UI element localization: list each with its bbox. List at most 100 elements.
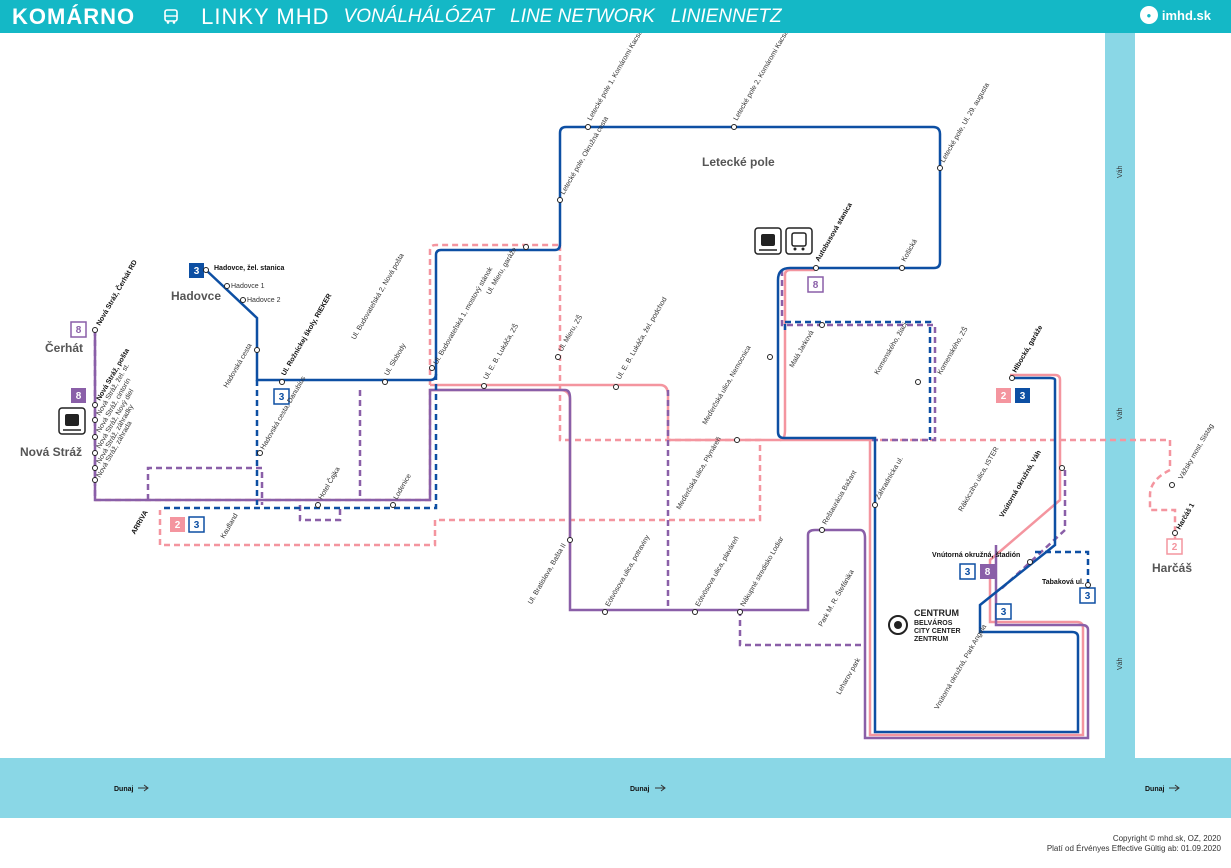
centrum-label-sk: CENTRUM	[914, 608, 959, 618]
badge-line-2-hlbocka[interactable]: 2	[996, 388, 1011, 403]
dunaj-label-1: Dunaj	[114, 786, 134, 793]
badge-line-8-stadion[interactable]: 8	[980, 564, 995, 579]
stop-zahradnicka: Záhradnícka ul.	[875, 456, 905, 501]
svg-text:3: 3	[279, 392, 285, 403]
badge-line-3-park[interactable]: 3	[995, 603, 1012, 620]
stop-kosicka: Košická	[901, 238, 919, 263]
stop-harcas-1: Harčáš 1	[1176, 502, 1197, 531]
stop-lodenice: Lodenice	[393, 473, 413, 501]
imhd-logo[interactable]: ● imhd.sk	[1139, 6, 1211, 24]
stop-bratislava-basta: Ul. Bratislava, Bašta II	[527, 542, 568, 605]
imhd-icon: ●	[1139, 6, 1158, 24]
bus-station-icon	[785, 227, 813, 255]
title-hu: VONÁLHÁLÓZAT	[343, 5, 495, 27]
svg-text:8: 8	[76, 325, 82, 336]
centrum-label-hu: BELVÁROS	[914, 618, 953, 627]
line-network-map: Váh Váh Váh Dunaj Dunaj Dunaj Hadovce Če…	[0, 33, 1231, 818]
stop-restauracia: Reštaurácia Bažant	[822, 470, 859, 526]
centrum-dot	[894, 621, 902, 629]
stop-budovatelska-1: Ul. Budovateľská 1, mostový stánok	[433, 266, 495, 366]
stop-rakocziho: Rákócziho ulica, ISTER	[958, 446, 1001, 513]
stop-eotvosova-potraviny: Eötvösova ulica, potraviny	[605, 534, 652, 608]
badge-line-2-arriva[interactable]: 2	[170, 517, 185, 532]
centrum-label-de: ZENTRUM	[914, 636, 948, 643]
badge-line-8-nova-straz[interactable]: 8	[71, 388, 86, 403]
city-name: KOMÁRNO	[12, 3, 136, 29]
svg-text:2: 2	[175, 520, 181, 531]
badge-line-3-hlbocka[interactable]: 3	[1015, 388, 1030, 403]
badge-line-3-stadion[interactable]: 3	[959, 563, 976, 580]
stop-mala-jarkova: Malá Jarková	[789, 329, 816, 369]
map-title: LINKY MHD	[201, 3, 330, 29]
svg-text:3: 3	[194, 520, 200, 531]
stop-komenskeho-zs: Komenského, ZŠ	[935, 325, 970, 376]
line-3-route	[160, 125, 1090, 734]
dunaj-arrow-1	[138, 784, 149, 792]
stop-letecke-1: Letecké pole 1, Komáromi Kacsa	[587, 33, 644, 122]
svg-text:2: 2	[1172, 542, 1178, 553]
stop-hadovce-2: Hadovce 2	[247, 297, 281, 304]
svg-text:2: 2	[1001, 391, 1007, 402]
badge-line-3-tabakova[interactable]: 3	[1079, 587, 1096, 604]
svg-text:8: 8	[76, 391, 82, 402]
svg-text:3: 3	[1085, 591, 1091, 602]
logo-text: imhd.sk	[1161, 7, 1211, 23]
area-cerhat: Čerhát	[45, 340, 83, 355]
stop-markers	[92, 124, 1178, 615]
map-header: KOMÁRNO LINKY MHD VONÁLHÁLÓZAT LINE NETW…	[0, 0, 1231, 33]
badge-line-8-cerhat[interactable]: 8	[70, 321, 87, 338]
title-en: LINE NETWORK	[510, 5, 655, 27]
stop-medercska-nemocnica: Meďerčská ulica, Nemocnica	[702, 345, 753, 426]
title-de: LINIENNETZ	[670, 5, 782, 27]
svg-text:8: 8	[985, 567, 991, 578]
stop-medercska-plynaren: Meďerčská ulica, Plynáreň	[676, 436, 723, 511]
vah-river	[1105, 33, 1135, 763]
stop-eotvosova-plavaren: Eötvösova ulica, plaváreň	[695, 535, 741, 608]
badge-line-3-arriva[interactable]: 3	[188, 516, 205, 533]
stop-lukaca-zs: Ul. E. B. Lukáča, ZŠ	[481, 322, 520, 381]
stop-hadovska: Hadovská cesta	[223, 342, 254, 389]
bus-icon	[163, 8, 179, 25]
badge-line-3-hadovce[interactable]: 3	[189, 263, 204, 278]
stop-hotel-cajka: Hotel Čajka	[316, 465, 342, 501]
vah-label-1: Váh	[1117, 165, 1124, 178]
validity-line: Platí od Érvényes Effective Gültig ab: 0…	[1046, 844, 1221, 853]
stop-budovatelska-2: Ul. Budovateľská 2, Nová pošta	[351, 252, 406, 341]
dunaj-arrow-3	[1169, 784, 1180, 792]
badge-line-8-autobusova[interactable]: 8	[807, 276, 824, 293]
area-letecke-pole: Letecké pole	[702, 155, 775, 169]
stop-cerhat-rd: Nová Stráž, Čerhát RD	[94, 258, 139, 327]
svg-text:3: 3	[965, 567, 971, 578]
stop-arriva: ARRIVA	[131, 510, 150, 536]
dunaj-label-3: Dunaj	[1145, 786, 1165, 793]
copyright: Copyright © mhd.sk, OZ, 2020 Platí od Ér…	[1047, 834, 1221, 854]
stop-vasky-most: Vážsky most, Sistag	[1178, 423, 1216, 481]
svg-text:3: 3	[1020, 391, 1026, 402]
dunaj-label-2: Dunaj	[630, 786, 650, 793]
stop-letecke-29: Letecké pole, Ul. 29. augusta	[940, 82, 991, 164]
stop-vnutorna-stadion: Vnútorná okružná, štadión	[932, 552, 1020, 559]
svg-text:8: 8	[813, 280, 819, 291]
stop-kaufland: Kaufland	[220, 512, 240, 540]
dunaj-river	[0, 758, 1231, 818]
stop-komenskeho-ziaci: Komenského, žiaci	[874, 321, 910, 376]
vah-label-3: Váh	[1117, 657, 1124, 670]
stop-autobusova: Autobusová stanica	[815, 202, 854, 263]
stop-hadovce-1: Hadovce 1	[231, 283, 265, 290]
copyright-line: Copyright © mhd.sk, OZ, 2020	[1112, 834, 1221, 843]
badge-line-2-harcas[interactable]: 2	[1166, 538, 1183, 555]
stop-hadovska-danubius: Hadovská cesta, Danubius	[260, 375, 308, 451]
area-hadovce: Hadovce	[171, 289, 221, 303]
stop-park-stefanika: Park M. R. Štefánika	[816, 568, 856, 628]
dunaj-arrow-2	[655, 784, 666, 792]
stop-vnutorna-vah: Vnútorná okružná, Váh	[999, 449, 1043, 519]
centrum-marker	[888, 615, 908, 635]
train-icon	[754, 227, 782, 255]
centrum-label-en: CITY CENTER	[914, 628, 961, 635]
area-nova-straz: Nová Stráž	[20, 445, 82, 459]
stop-roznickej: Ul. Rožníckej školy, RIEKER	[281, 293, 334, 377]
train-icon-nova-straz	[58, 407, 86, 435]
badge-line-3-danubius[interactable]: 3	[273, 388, 290, 405]
stop-tabakova: Tabaková ul.	[1042, 579, 1084, 586]
stop-leharov: Leharov park	[836, 657, 863, 696]
